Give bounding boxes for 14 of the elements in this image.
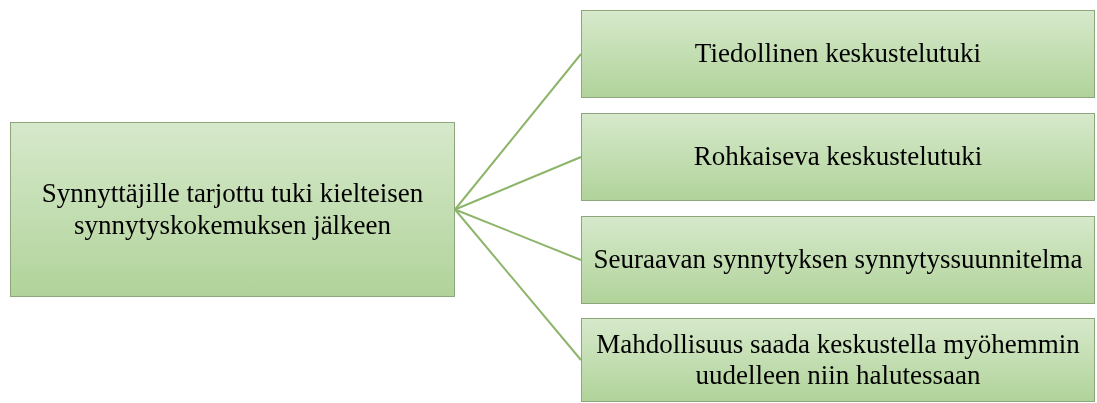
- connector-line: [454, 208, 582, 261]
- connector-line: [454, 208, 582, 361]
- support-box: [581, 318, 1095, 402]
- connector-line: [454, 53, 582, 211]
- support-box: [581, 10, 1095, 98]
- support-box: [581, 113, 1095, 201]
- support-box: [581, 216, 1095, 304]
- topic-box: [10, 122, 455, 297]
- node-text: Synnyttäjille tarjottu tuki kielteisen synnytyskokemuksen jälkeen: [40, 178, 425, 241]
- node-text: Mahdollisuus saada keskustella myöhemmin uudelleen niin halutessaan: [595, 328, 1081, 392]
- connector-line: [454, 156, 582, 211]
- node-text: Tiedollinen keskustelutuki: [694, 38, 982, 70]
- node-text: Rohkaiseva keskustelutuki: [693, 141, 983, 173]
- node-text: Seuraavan synnytyksen synnytyssuunnitelma: [593, 244, 1083, 276]
